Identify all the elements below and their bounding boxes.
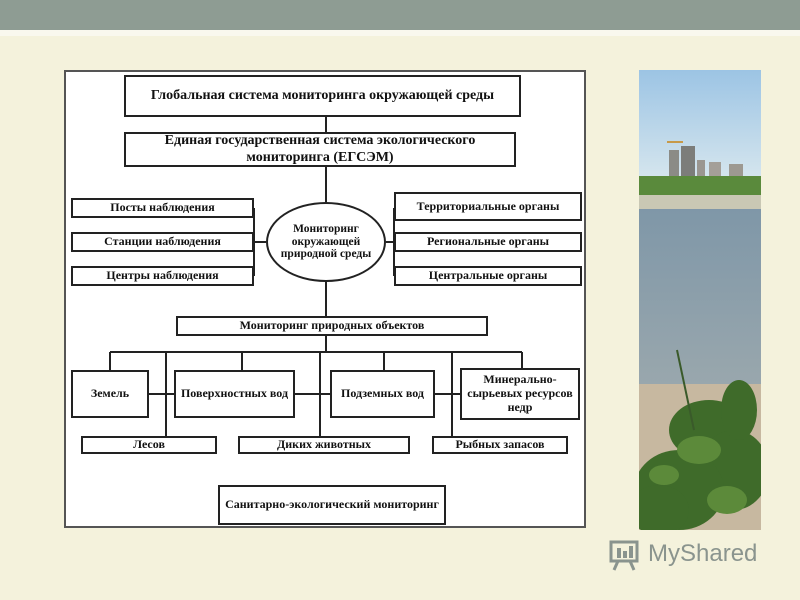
top-bar-highlight: [0, 30, 800, 36]
presentation-icon: [609, 540, 639, 571]
territorial-bodies-box: Территориальные органы: [394, 192, 582, 221]
top-bar: [0, 0, 800, 30]
sanitary-monitoring-box: Санитарно-экологический мониторинг: [218, 485, 446, 525]
natural-objects-box: Мониторинг природных объектов: [176, 316, 488, 336]
mineral-resources-box: Минерально-сырьевых ресурсов недр: [460, 368, 580, 420]
myshared-logo: MyShared: [608, 538, 768, 572]
logo-text: MyShared: [648, 540, 758, 567]
surface-water-box: Поверхностных вод: [174, 370, 295, 418]
river-photo: [639, 70, 761, 530]
forests-box: Лесов: [81, 436, 217, 454]
groundwater-box: Подземных вод: [330, 370, 435, 418]
observation-posts-box: Посты наблюдения: [71, 198, 254, 218]
central-bodies-box: Центральные органы: [394, 266, 582, 286]
wild-animals-box: Диких животных: [238, 436, 410, 454]
global-system-box: Глобальная система мониторинга окружающе…: [124, 75, 521, 117]
regional-bodies-box: Региональные органы: [394, 232, 582, 252]
observation-centers-box: Центры наблюдения: [71, 266, 254, 286]
lands-box: Земель: [71, 370, 149, 418]
connector-lines: [109, 102, 523, 437]
center-ellipse: Мониторинг окружающей природной среды: [266, 202, 386, 282]
state-system-box: Единая государственная система экологиче…: [124, 132, 516, 167]
observation-stations-box: Станции наблюдения: [71, 232, 254, 252]
monitoring-diagram: Глобальная система мониторинга окружающе…: [64, 70, 586, 528]
fish-stocks-box: Рыбных запасов: [432, 436, 568, 454]
